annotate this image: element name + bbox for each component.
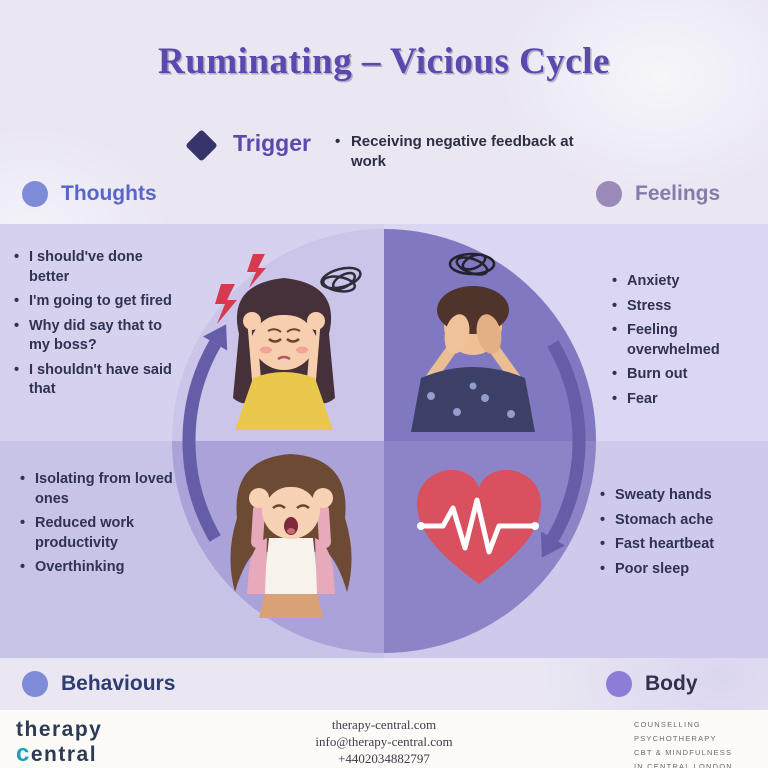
lightning-icon	[215, 284, 237, 324]
email-text: info@therapy-central.com	[315, 733, 453, 749]
list-item: Stomach ache	[600, 511, 760, 531]
body-dot-icon	[606, 671, 632, 697]
behaviours-label-text: Behaviours	[61, 672, 176, 695]
diamond-icon	[185, 129, 218, 162]
heart-ecg-illustration	[417, 470, 541, 584]
screaming-woman-illustration	[230, 454, 352, 618]
behaviours-label: Behaviours	[22, 671, 175, 697]
floral-pattern	[427, 382, 515, 418]
scribble-icon	[448, 252, 496, 276]
logo-line2: central	[16, 741, 102, 766]
feelings-label: Feelings	[596, 181, 720, 207]
thoughts-dot-icon	[22, 181, 48, 207]
trigger-text: Receiving negative feedback at work	[335, 132, 606, 173]
phone-text: +4402034882797	[338, 750, 430, 766]
stressed-woman-illustration	[215, 254, 362, 430]
body-label-text: Body	[645, 672, 698, 695]
behaviours-list: Isolating from loved ones Reduced work p…	[20, 470, 192, 583]
services-line: IN CENTRAL LONDON	[634, 761, 733, 768]
list-item: Stress	[612, 297, 762, 317]
services-line: COUNSELLING	[634, 720, 701, 729]
body-list: Sweaty hands Stomach ache Fast heartbeat…	[600, 486, 760, 584]
list-item: Why did say that to my boss?	[14, 317, 186, 356]
list-item: Anxiety	[612, 272, 762, 292]
list-item: Reduced work productivity	[20, 514, 192, 553]
logo-initial: c	[16, 740, 31, 768]
thoughts-list: I should've done better I'm going to get…	[14, 248, 186, 405]
page-title: Ruminating – Vicious Cycle	[158, 41, 610, 82]
logo-line1: therapy	[16, 718, 103, 741]
thoughts-label: Thoughts	[22, 181, 157, 207]
trigger-label: Trigger	[233, 130, 311, 156]
ecg-line-icon	[418, 497, 538, 555]
body-label: Body	[606, 671, 698, 697]
services-line: CBT & MINDFULNESS	[634, 747, 733, 757]
scribble-icon	[320, 266, 362, 293]
feelings-dot-icon	[596, 181, 622, 207]
cycle-arrow-left-icon	[182, 324, 228, 542]
heart-icon	[417, 470, 541, 584]
list-item: Burn out	[612, 365, 762, 385]
lightning-icon	[247, 254, 266, 288]
footer: therapy central therapy-central.com info…	[0, 710, 768, 768]
list-item: I'm going to get fired	[14, 292, 186, 312]
list-item: Fast heartbeat	[600, 535, 760, 555]
contact-block: therapy-central.com info@therapy-central…	[315, 717, 452, 768]
services-block: COUNSELLING PSYCHOTHERAPY CBT & MINDFULN…	[634, 718, 754, 768]
thoughts-label-text: Thoughts	[61, 182, 157, 205]
logo-rest: entral	[30, 743, 98, 767]
cycle-quadrants: I should've done better I'm going to get…	[0, 224, 768, 658]
website-text: therapy-central.com	[331, 717, 437, 732]
cycle-arrow-right-icon	[540, 340, 586, 558]
list-item: Poor sleep	[600, 560, 760, 580]
list-item: Fear	[612, 390, 762, 410]
cycle-illustration	[172, 229, 596, 653]
therapy-central-logo: therapy central	[16, 718, 103, 766]
list-item: I should've done better	[14, 248, 186, 287]
list-item: I shouldn't have said that	[14, 361, 186, 400]
feelings-list: Anxiety Stress Feeling overwhelmed Burn …	[612, 272, 762, 414]
overwhelmed-person-illustration	[411, 252, 535, 432]
list-item: Feeling overwhelmed	[612, 321, 762, 360]
trigger-section: Trigger Receiving negative feedback at w…	[185, 128, 606, 173]
list-item: Isolating from loved ones	[20, 470, 192, 509]
list-item: Overthinking	[20, 558, 192, 578]
feelings-label-text: Feelings	[635, 182, 721, 205]
services-line: PSYCHOTHERAPY	[634, 733, 717, 743]
list-item: Sweaty hands	[600, 486, 760, 506]
behaviours-dot-icon	[22, 671, 48, 697]
